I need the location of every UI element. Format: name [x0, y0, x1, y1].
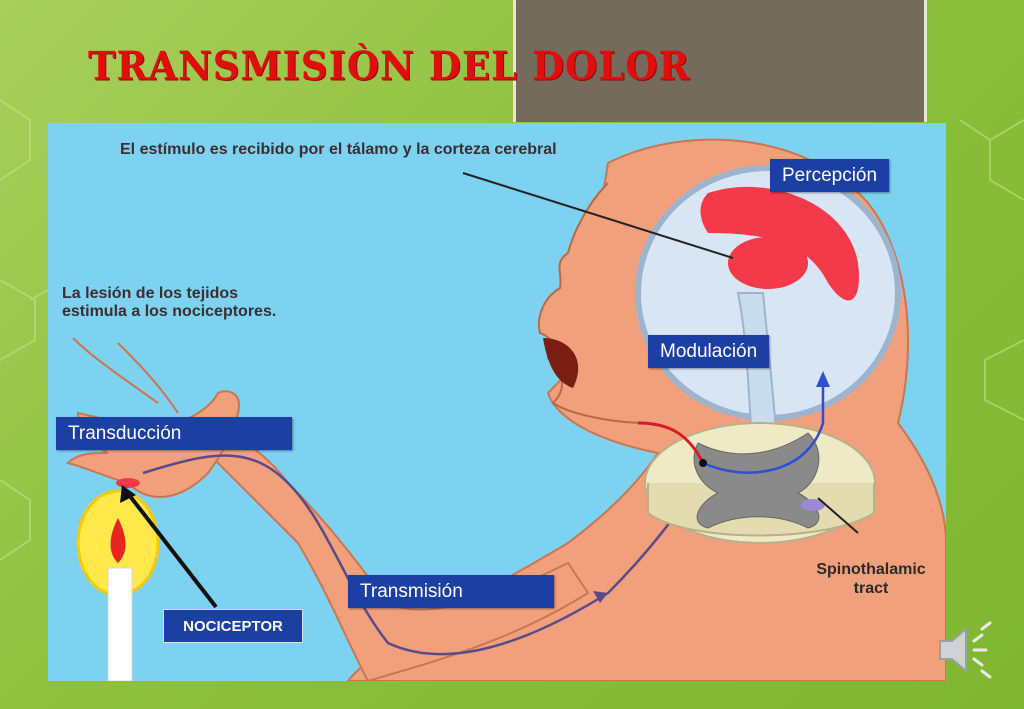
- header-accent-block: [513, 0, 927, 122]
- label-transmission: Transmisión: [348, 575, 554, 608]
- tract-line2: tract: [853, 580, 889, 597]
- slide-title: TRANSMISIÒN DEL DOLOR: [88, 42, 691, 90]
- mouth: [543, 338, 579, 388]
- speaker-icon[interactable]: [936, 621, 998, 679]
- label-transduction: Transducción: [56, 417, 292, 450]
- arm: [196, 421, 590, 681]
- tract-line1: Spinothalamic: [816, 561, 926, 578]
- label-modulation: Modulación: [648, 335, 770, 368]
- pain-transmission-illustration: El estímulo es recibido por el tálamo y …: [48, 123, 946, 681]
- caption-tissue-line2: estimula a los nociceptores.: [62, 303, 277, 320]
- thalamus-red: [728, 237, 808, 289]
- caption-stimulus: El estímulo es recibido por el tálamo y …: [120, 141, 557, 158]
- caption-tissue-line1: La lesión de los tejidos: [62, 285, 239, 302]
- candle: [76, 489, 160, 681]
- label-spinothalamic-tract: Spinothalamic tract: [796, 560, 946, 598]
- anatomy-drawing: [66, 138, 946, 681]
- label-nociceptor: NOCICEPTOR: [163, 609, 303, 643]
- label-perception: Percepción: [770, 159, 890, 192]
- nerve-pathway: [142, 454, 710, 656]
- cortex-red: [700, 186, 859, 301]
- spinal-cord-section: [637, 371, 876, 544]
